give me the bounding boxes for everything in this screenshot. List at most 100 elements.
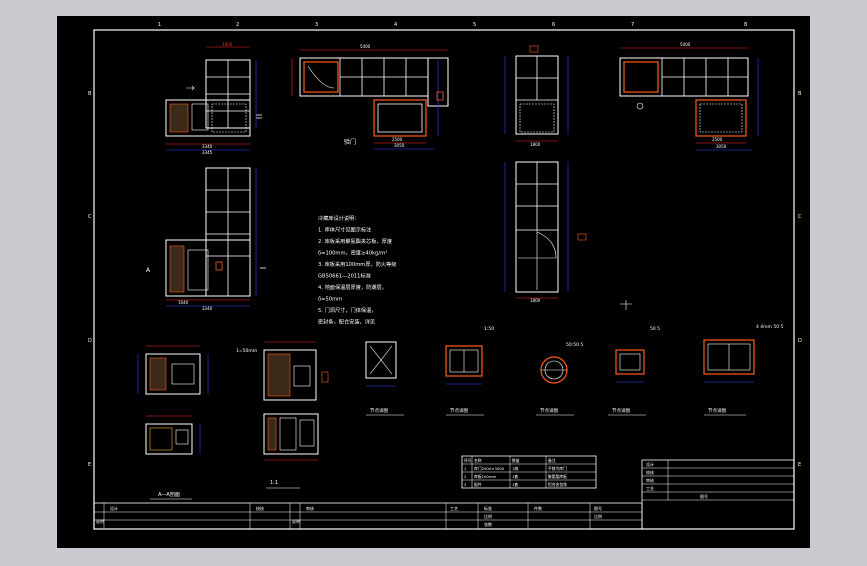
note-line: 2. 库板采用聚氨酯夹芯板，厚度	[318, 237, 392, 245]
tick-side: E	[88, 462, 91, 468]
dim-text: 2500	[712, 137, 723, 142]
tick-top: 3	[315, 22, 318, 28]
dim-text: 5400	[680, 42, 691, 47]
title-cell: 图号	[700, 493, 708, 499]
node-details: 1:50 50:50 5 50 5 4 4mm 50 5 节点详图 节点详图 节…	[365, 324, 784, 416]
door-label: 验门	[344, 138, 356, 146]
detail-caption: 节点详图	[370, 407, 388, 414]
detail-caption: 节点详图	[612, 407, 630, 414]
note-line: 密封条，配合安装，详见	[318, 318, 375, 326]
elevation-mid-left: 1040 3340 A	[146, 167, 266, 311]
note-text: 1:50	[484, 326, 494, 332]
title-cell: 工艺	[646, 486, 654, 491]
title-cell: 标准	[484, 505, 492, 511]
title-cell: 图号	[594, 505, 602, 511]
dim-text: 1800	[222, 42, 233, 47]
table-cell: 1	[464, 466, 467, 471]
dim-text: 5400	[360, 44, 371, 49]
note-text: 4 4mm 50 5	[756, 324, 784, 330]
tick-top: 6	[552, 22, 555, 28]
dim-text: 1800	[530, 298, 541, 303]
title-cell: 设计	[646, 461, 654, 467]
dim-text: 1040	[178, 300, 189, 305]
note-text: 1=50mm	[236, 348, 257, 354]
note-line: 4. 地面保温层厚度，防潮层，	[318, 283, 387, 291]
dim-text: 3345	[202, 150, 213, 155]
frame-ticks: 1 2 3 4 5 6 7 8 B C D E B C D E	[88, 22, 802, 468]
dim-text: 3340	[202, 306, 213, 311]
tick-side: B	[798, 91, 802, 97]
title-cell: 审核	[306, 505, 314, 511]
table-header-cell: 备注	[548, 458, 556, 463]
note-line: δ=100mm，密度≥40kg/m³	[318, 249, 387, 257]
cold-room-b	[373, 99, 427, 137]
title-cell: 件数	[534, 505, 542, 511]
title-cell: 工艺	[450, 506, 458, 511]
tick-side: D	[88, 338, 92, 344]
title-cell: 说明	[96, 518, 104, 524]
elevation-mid-right-column: 1800	[504, 161, 632, 310]
detail-caption: 节点详图	[540, 407, 558, 414]
tick-top: 1	[158, 22, 161, 28]
detail-caption: 节点详图	[708, 407, 726, 414]
note-line: 3. 库板采用100mm厚，防火等级	[318, 260, 396, 268]
table-header-cell: 序号	[464, 458, 472, 463]
tick-top: 8	[744, 22, 747, 28]
title-cell: 校核	[646, 469, 654, 475]
note-text: 50 5	[650, 326, 660, 332]
table-cell: 平移冷库门	[548, 466, 567, 471]
note-line: GB50661—2011标准	[318, 272, 371, 280]
table-cell: 聚氨酯库板	[548, 474, 567, 479]
detail-bottom-left: A—A剖面 1=50mm 1:1	[137, 341, 329, 500]
dim-text: 3050	[716, 144, 727, 149]
title-cell: 设计	[110, 505, 118, 511]
title-cell: 说明	[292, 518, 300, 524]
tick-top: 2	[236, 22, 239, 28]
dim-text: 2500	[392, 137, 403, 142]
plan-top-center: 5400 2500 3050 验门	[291, 44, 449, 150]
note-line: 5. 门洞尺寸，门体保温，	[318, 306, 376, 314]
table-header-cell: 名称	[474, 458, 482, 463]
plan-top-right: 5400 2500 3050	[619, 42, 759, 151]
note-line: δ=50mm	[318, 297, 342, 303]
dim-text: 3050	[394, 143, 405, 148]
table-header-cell: 数量	[512, 458, 520, 463]
tick-top: 7	[631, 22, 634, 28]
table-cell: 库板100mm	[474, 474, 497, 479]
elevation-top-left: 3340 3345 1800	[165, 42, 262, 155]
tick-side: E	[798, 462, 801, 468]
title-cell: 比例	[484, 513, 492, 519]
tick-side: C	[88, 214, 92, 220]
title-block: 说明 设计 校核 说明 审核 工艺 标准 比例 张数 件数 图号 比例 设计 校…	[93, 459, 795, 530]
table-cell: 3	[464, 482, 467, 487]
base-unit	[165, 99, 251, 137]
design-notes: 冷藏库设计说明： 1. 库体尺寸见图示标注 2. 库板采用聚氨酯夹芯板，厚度 δ=1…	[318, 214, 396, 326]
tick-top: 4	[394, 22, 397, 28]
section-caption: A—A剖面	[158, 491, 180, 498]
tick-side: C	[798, 214, 802, 220]
table-cell: 1扇	[512, 466, 518, 471]
note-line: 冷藏库设计说明：	[318, 214, 360, 222]
tick-top: 5	[473, 22, 476, 28]
tick-side: D	[798, 338, 802, 344]
title-cell: 校核	[256, 505, 264, 511]
dim-text: 3340	[202, 144, 213, 149]
table-cell: 配件	[474, 482, 482, 487]
dim-text: 1800	[530, 142, 541, 147]
title-cell: 张数	[484, 521, 492, 527]
note-line: 1. 库体尺寸见图示标注	[318, 226, 371, 234]
elevation-top-right-column: 1800	[504, 45, 569, 147]
table-cell: 1套	[512, 482, 518, 487]
cold-room-a	[303, 61, 339, 93]
detail-caption: 节点详图	[450, 407, 468, 414]
detail-caption: 1:1	[270, 480, 278, 486]
table-cell: 铝合金包角	[548, 482, 567, 487]
tick-side: B	[88, 91, 92, 97]
title-cell: 审核	[646, 477, 654, 483]
table-cell: 库门2500×3000	[474, 466, 505, 471]
title-cell: 比例	[594, 513, 602, 519]
note-text: 50:50 5	[566, 342, 583, 348]
